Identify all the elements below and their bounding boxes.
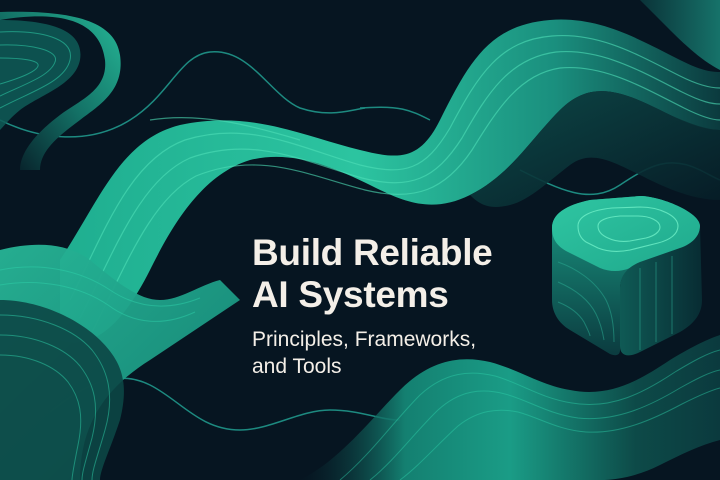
title-line-1: Build Reliable: [252, 232, 493, 273]
main-ribbon: [60, 19, 720, 343]
subtitle-line-2: and Tools: [252, 355, 342, 378]
subtitle-line-1: Principles, Frameworks,: [252, 328, 477, 351]
bottom-ribbon: [300, 335, 720, 480]
title-line-2: AI Systems: [252, 274, 449, 315]
thin-wave-line: [0, 51, 366, 138]
banner-text: Build Reliable AI Systems Principles, Fr…: [252, 232, 493, 380]
rounded-cube-icon: [552, 196, 702, 356]
